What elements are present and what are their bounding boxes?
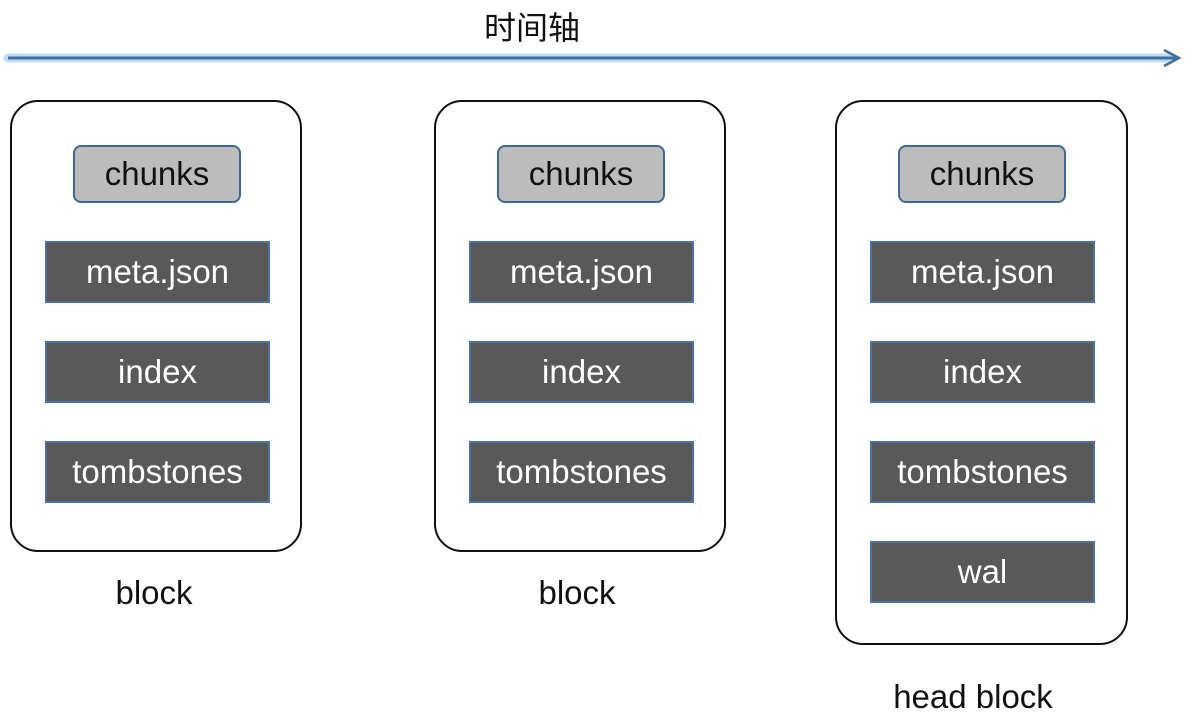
meta-json-box: meta.json xyxy=(45,241,270,303)
head-block-container: chunks meta.json index tombstones wal xyxy=(835,100,1128,645)
meta-json-box: meta.json xyxy=(469,241,694,303)
meta-json-box: meta.json xyxy=(870,241,1095,303)
timeline-arrow xyxy=(3,48,1182,68)
block-caption-2: block xyxy=(538,574,616,611)
block-container-1: chunks meta.json index tombstones xyxy=(10,100,302,552)
tombstones-box: tombstones xyxy=(469,441,694,503)
chunks-box: chunks xyxy=(73,145,241,203)
index-box: index xyxy=(45,341,270,403)
chunks-box: chunks xyxy=(898,145,1066,203)
block-container-2: chunks meta.json index tombstones xyxy=(434,100,726,552)
head-block-caption: head block xyxy=(893,678,1053,715)
wal-box: wal xyxy=(870,541,1095,603)
timeline-label: 时间轴 xyxy=(483,9,580,47)
tombstones-box: tombstones xyxy=(870,441,1095,503)
index-box: index xyxy=(870,341,1095,403)
chunks-box: chunks xyxy=(497,145,665,203)
timeline-arrowhead xyxy=(1163,48,1182,68)
block-caption-1: block xyxy=(115,574,193,611)
index-box: index xyxy=(469,341,694,403)
tombstones-box: tombstones xyxy=(45,441,270,503)
